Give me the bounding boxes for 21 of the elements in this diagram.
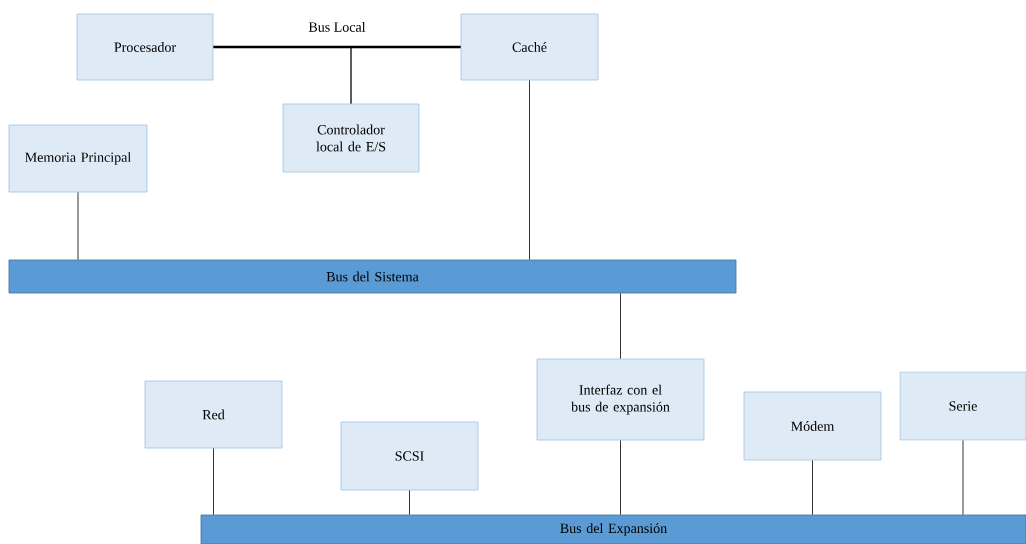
process-box: Serie xyxy=(899,371,1026,441)
connector-line xyxy=(812,460,813,515)
connector-line xyxy=(529,80,530,260)
process-box: Interfaz con el bus de expansión xyxy=(536,358,705,441)
process-box: Memoria Principal xyxy=(8,124,148,193)
connector-line xyxy=(213,448,214,515)
process-box: Controlador local de E/S xyxy=(282,103,420,173)
connector-line xyxy=(77,192,79,260)
process-box: Procesador xyxy=(76,13,214,81)
process-box: SCSI xyxy=(340,421,479,491)
connector-line xyxy=(962,440,964,515)
process-box: Red xyxy=(144,380,283,449)
bus-bar: Bus del Sistema xyxy=(8,259,737,294)
bus-bar: Bus del Expansión xyxy=(200,514,1026,544)
process-box: Caché xyxy=(460,13,599,81)
edge-label: Bus Local xyxy=(307,20,367,33)
connector-line xyxy=(620,293,621,359)
connector-line xyxy=(350,46,461,104)
connector-line xyxy=(409,490,410,515)
connector-line xyxy=(620,440,621,515)
process-box: Módem xyxy=(743,391,882,461)
